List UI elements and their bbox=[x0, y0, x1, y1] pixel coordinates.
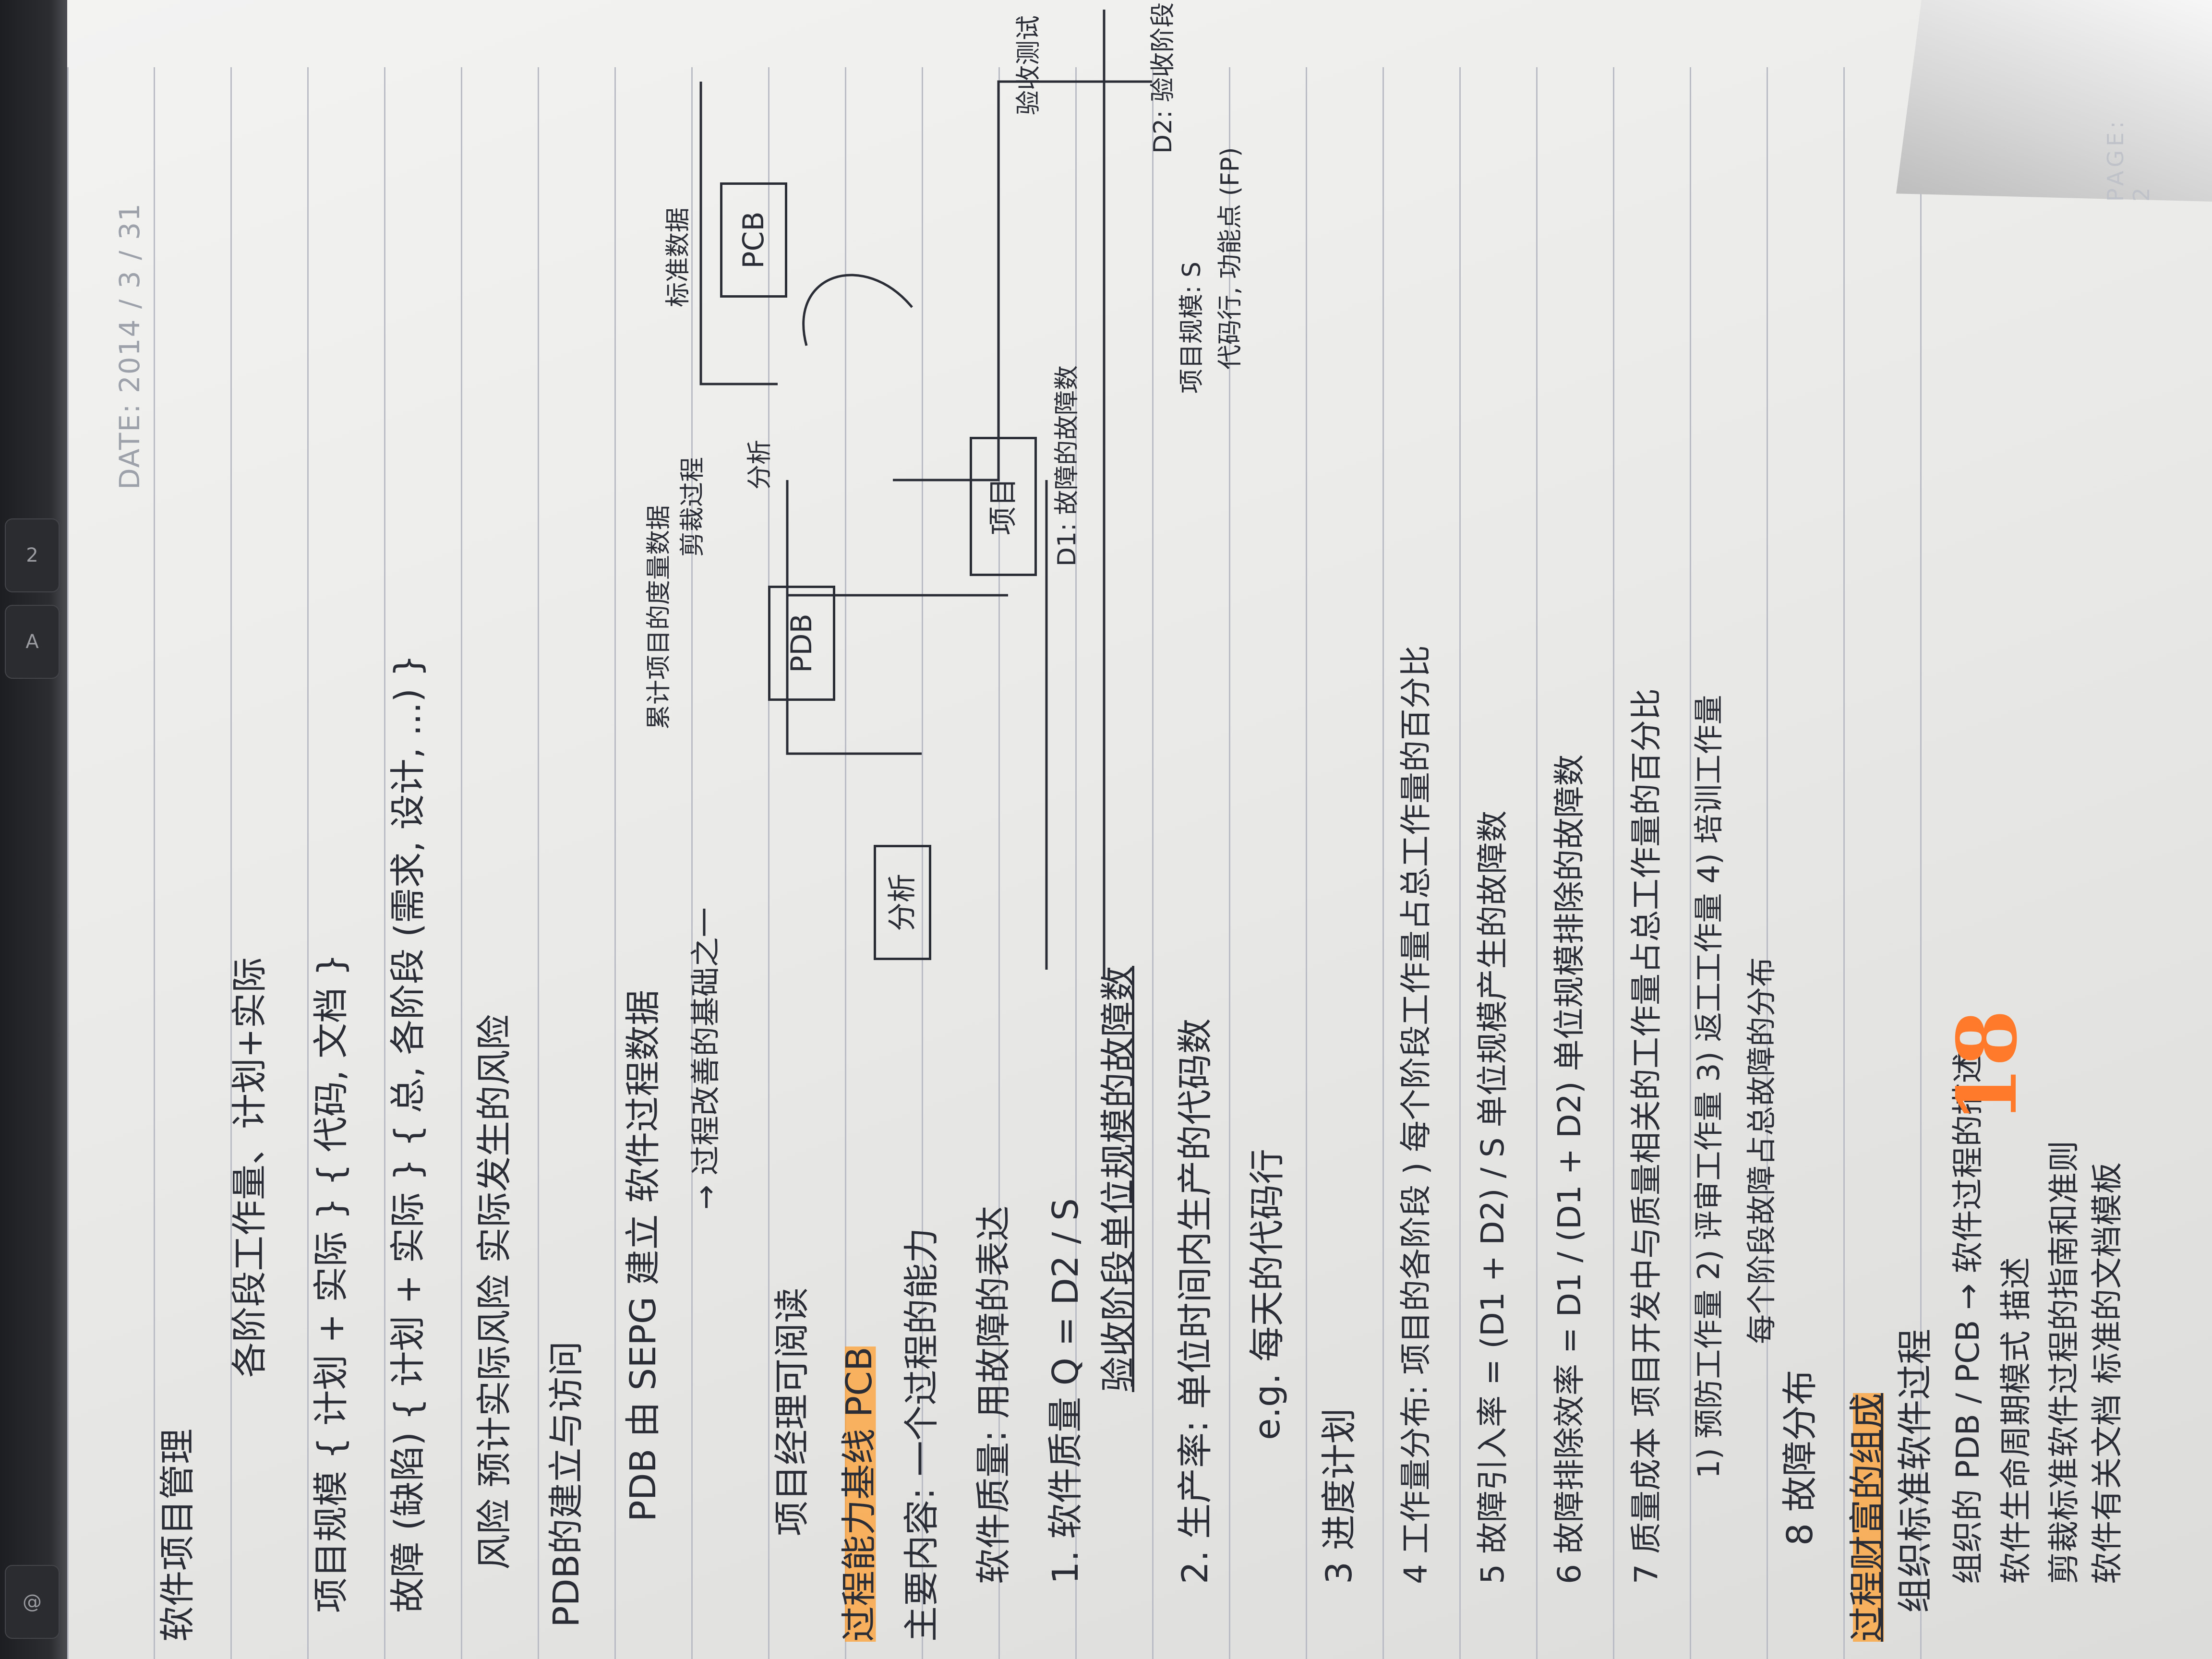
rule-line bbox=[845, 67, 846, 1659]
keyboard-key: 2 bbox=[5, 518, 60, 592]
rule-line bbox=[998, 67, 1000, 1659]
notebook-page bbox=[67, 0, 2212, 1659]
rule-line bbox=[1152, 67, 1154, 1659]
diagram-box: 分析 bbox=[874, 845, 931, 960]
rule-line bbox=[768, 67, 769, 1659]
rule-line bbox=[1690, 67, 1691, 1659]
rule-line bbox=[1459, 67, 1461, 1659]
diagram-label: 代码行, 功能点 (FP) bbox=[1216, 147, 1245, 370]
rule-line bbox=[922, 67, 923, 1659]
note-line: 组织标准软件过程 bbox=[1895, 1329, 1936, 1613]
rule-line bbox=[1306, 67, 1307, 1659]
highlighted-heading: 过程财富的组成 bbox=[1847, 1393, 1888, 1642]
note-line: 每个阶段故障占总故障的分布 bbox=[1744, 957, 1779, 1344]
note-line: 3 进度计划 bbox=[1319, 1408, 1360, 1584]
note-line: 软件生命周期模式 描述 bbox=[1997, 1257, 2034, 1584]
rule-line bbox=[1075, 67, 1077, 1659]
diagram-label: 剪裁过程 bbox=[678, 457, 707, 557]
rule-line bbox=[1613, 67, 1614, 1659]
diagram-label: D1: 故障的故障数 bbox=[1053, 365, 1082, 566]
rule-line bbox=[154, 67, 155, 1659]
rule-line bbox=[538, 67, 539, 1659]
rule-line bbox=[1536, 67, 1538, 1659]
note-line: 1) 预防工作量 2) 评审工作量 3) 返工工作量 4) 培训工作量 bbox=[1691, 695, 1726, 1479]
note-line: e.g. 每天的代码行 bbox=[1247, 1148, 1288, 1440]
diagram-arrows bbox=[699, 10, 1152, 979]
keyboard-key: @ bbox=[5, 1565, 60, 1639]
diagram-label: 标准数据 bbox=[664, 207, 693, 307]
rule-line bbox=[1843, 67, 1845, 1659]
page-number: 18 bbox=[1939, 1010, 2035, 1123]
note-line: 4 工作量分布: 项目的各阶段 ) 每个阶段工作量占总工作量的百分比 bbox=[1397, 645, 1434, 1584]
note-line: 8 故障分布 bbox=[1779, 1370, 1821, 1546]
handwritten-notes: DATE: 2014 / 3 / 31 软件项目管理 各阶段工作量、计划+实际 … bbox=[106, 2, 2126, 1642]
note-line: 软件有关文档 标准的文档模板 bbox=[2089, 1162, 2126, 1584]
rule-line bbox=[1767, 67, 1768, 1659]
diagram-box: PDB bbox=[768, 586, 835, 701]
note-line: 剪裁标准软件过程的指南和准则 bbox=[2045, 1141, 2082, 1584]
rule-line bbox=[461, 67, 462, 1659]
rule-line bbox=[691, 67, 693, 1659]
rule-line bbox=[384, 67, 385, 1659]
diagram-label: 分析 bbox=[745, 439, 774, 490]
folded-page-corner bbox=[1896, 0, 2212, 202]
laptop-keyboard: 2 A @ bbox=[0, 0, 72, 1659]
rule-line bbox=[1229, 67, 1230, 1659]
keyboard-key: A bbox=[5, 605, 60, 679]
rule-line bbox=[614, 67, 616, 1659]
note-line: 5 故障引入率 = (D1 + D2) / S 单位规模产生的故障数 bbox=[1474, 810, 1511, 1584]
diagram-box: 项目 bbox=[970, 437, 1037, 576]
rule-line bbox=[230, 67, 232, 1659]
rule-line bbox=[1920, 67, 1922, 1659]
note-line: 7 质量成本 项目开发中与质量相关的工作量占总工作量的百分比 bbox=[1628, 688, 1665, 1584]
diagram-box: PCB bbox=[720, 182, 787, 298]
diagram-label: 项目规模: S bbox=[1178, 261, 1206, 394]
note-line: 组织的 PDB / PCB → 软件过程的描述 bbox=[1949, 1051, 1986, 1585]
rule-line bbox=[307, 67, 309, 1659]
diagram-label: D2: 验收阶段 bbox=[1149, 2, 1178, 154]
rule-line bbox=[1382, 67, 1384, 1659]
diagram-label: 累计项目的度量数据 bbox=[645, 505, 673, 730]
diagram-label: 验收测试 bbox=[1014, 15, 1043, 115]
note-line: 6 故障排除效率 = D1 / (D1 + D2) 单位规模排除的故障数 bbox=[1551, 754, 1588, 1584]
rule-line bbox=[67, 67, 69, 1659]
